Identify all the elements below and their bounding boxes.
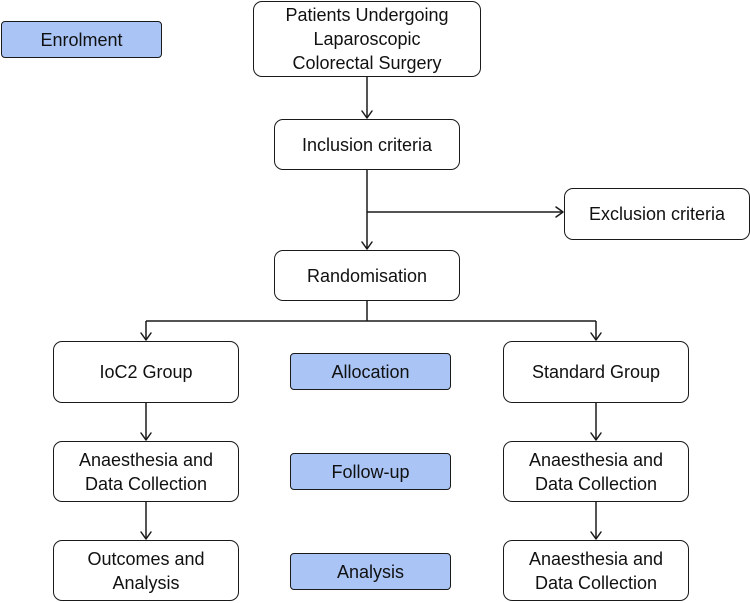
connector-randomisation-split [145, 301, 597, 340]
box-standard-anaesthesia-data-collection-final: Anaesthesia and Data Collection [503, 540, 689, 601]
arrowhead-standard-anaesthesia [590, 432, 602, 441]
box-ioc2-group: IoC2 Group [53, 341, 239, 403]
arrowhead-ioc2-outcomes [140, 531, 152, 540]
arrowhead-exclusion [555, 206, 564, 218]
box-ioc2-anaesthesia-data-collection: Anaesthesia and Data Collection [53, 441, 239, 502]
box-inclusion-criteria: Inclusion criteria [274, 119, 460, 170]
stage-label-follow-up: Follow-up [290, 453, 451, 490]
box-ioc2-outcomes-analysis: Outcomes and Analysis [53, 540, 239, 601]
stage-label-allocation: Allocation [290, 353, 451, 390]
box-patients-undergoing-surgery: Patients Undergoing Laparoscopic Colorec… [253, 1, 481, 77]
box-exclusion-criteria: Exclusion criteria [564, 188, 750, 240]
arrowhead-inclusion [361, 110, 373, 119]
arrowhead-randomisation [361, 241, 373, 250]
box-standard-group: Standard Group [503, 341, 689, 403]
stage-label-enrolment: Enrolment [1, 21, 162, 58]
arrowhead-ioc2-group [140, 332, 152, 341]
arrowhead-standard-group [590, 332, 602, 341]
arrowhead-ioc2-anaesthesia [140, 432, 152, 441]
box-randomisation: Randomisation [274, 250, 460, 301]
box-standard-anaesthesia-data-collection: Anaesthesia and Data Collection [503, 441, 689, 502]
arrowhead-standard-final [590, 531, 602, 540]
stage-label-analysis: Analysis [290, 553, 451, 590]
